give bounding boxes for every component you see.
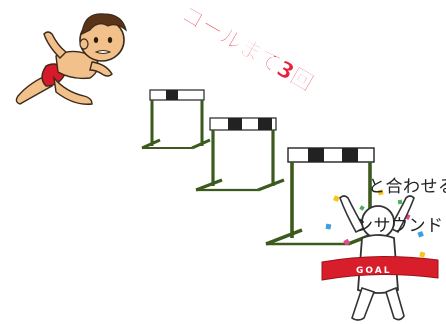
- headline-group: ゴールまで3回: [177, 0, 318, 97]
- goal-banner-text: GOAL: [356, 266, 392, 276]
- hurdle-2: [195, 117, 285, 192]
- caption-line-1: と合わせる: [368, 177, 446, 197]
- goal-figure-illustration: GOAL: [321, 195, 439, 321]
- goal-banner: [321, 255, 439, 281]
- runner-boy-illustration: [15, 13, 128, 105]
- hurdle-3: [265, 147, 385, 246]
- caption-line-2: ンサウンド: [356, 216, 444, 236]
- hurdle-1: [141, 89, 211, 150]
- headline-text: ゴールまで3回: [177, 1, 318, 97]
